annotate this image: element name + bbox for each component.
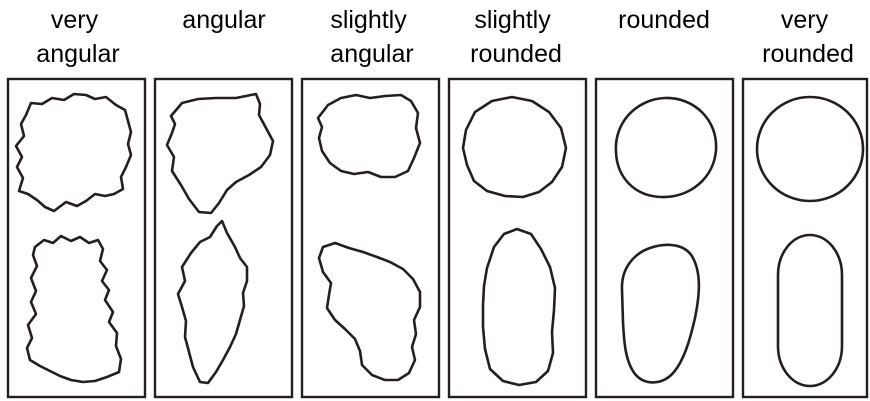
label-angular: angular [182, 6, 265, 34]
label-line: rounded [618, 6, 710, 34]
label-very-angular: very angular [36, 6, 119, 68]
grain-upper [463, 97, 566, 197]
grain-upper [167, 94, 273, 213]
label-rounded: rounded [618, 6, 710, 34]
label-line: very [781, 6, 829, 34]
label-line: very [51, 6, 99, 34]
grain-lower [319, 243, 420, 380]
label-line: slightly [330, 6, 407, 34]
column-very-angular: very angular [8, 6, 145, 397]
panel-frame [449, 79, 586, 397]
label-line: slightly [474, 6, 551, 34]
label-line: angular [182, 6, 265, 34]
grain-lower [178, 221, 247, 383]
grain-lower [27, 236, 121, 382]
grain-upper [757, 97, 863, 201]
panel-frame [155, 79, 292, 397]
label-line: angular [36, 40, 119, 68]
label-very-rounded: very rounded [762, 6, 854, 68]
column-slightly-rounded: slightly rounded [449, 6, 586, 397]
grain-upper [318, 95, 420, 177]
label-line: rounded [762, 40, 854, 68]
label-line: rounded [470, 40, 562, 68]
grain-upper [616, 98, 716, 197]
column-slightly-angular: slightly angular [302, 6, 439, 397]
column-rounded: rounded [596, 6, 733, 397]
label-line: angular [330, 40, 413, 68]
label-slightly-angular: slightly angular [330, 6, 413, 68]
grain-lower [778, 235, 842, 386]
grain-lower [622, 245, 699, 383]
grain-lower [483, 229, 555, 385]
column-angular: angular [155, 6, 292, 397]
column-very-rounded: very rounded [743, 6, 867, 397]
grain-upper [16, 94, 131, 211]
label-slightly-rounded: slightly rounded [470, 6, 562, 68]
